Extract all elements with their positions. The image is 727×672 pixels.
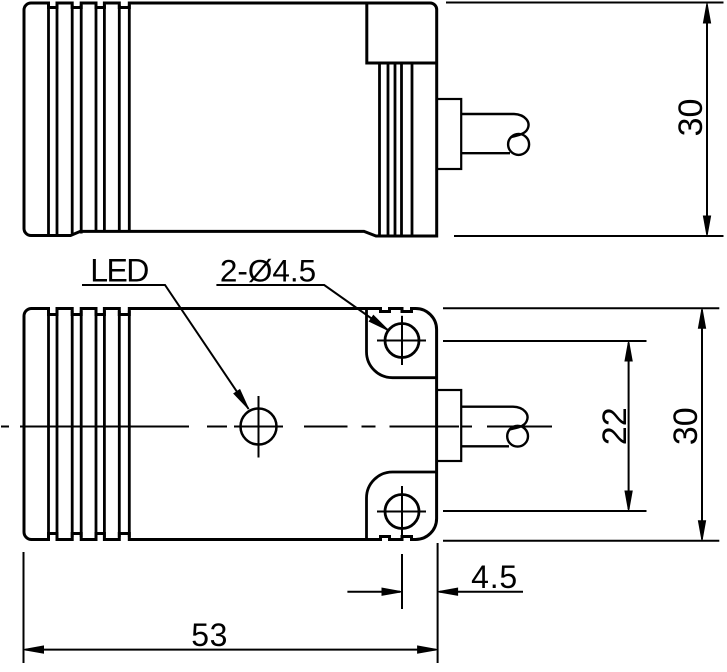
svg-text:30: 30 bbox=[672, 99, 710, 137]
svg-text:2-Ø4.5: 2-Ø4.5 bbox=[220, 253, 316, 289]
svg-text:4.5: 4.5 bbox=[471, 559, 518, 595]
svg-text:22: 22 bbox=[596, 407, 634, 445]
svg-text:30: 30 bbox=[667, 407, 705, 445]
svg-text:53: 53 bbox=[191, 617, 228, 653]
svg-text:LED: LED bbox=[90, 253, 148, 289]
